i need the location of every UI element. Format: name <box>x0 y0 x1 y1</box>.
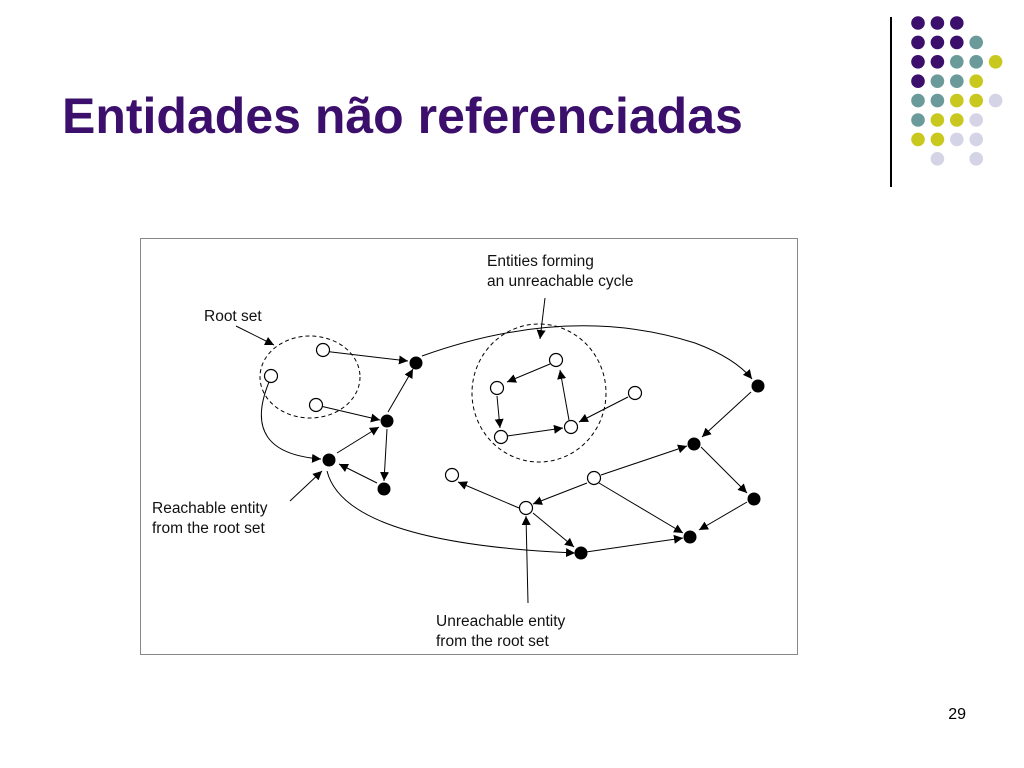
node-root-top <box>315 342 331 358</box>
edge-bottom-to-bottomright <box>585 534 684 553</box>
edge-mid2-to-white <box>457 481 520 509</box>
edge-center-to-lowright <box>700 446 748 494</box>
edge-lower-to-reachable <box>338 463 378 484</box>
edge-root-top-to-hub <box>322 350 409 365</box>
node-cycle-b <box>489 380 505 396</box>
edge-right-to-center <box>701 391 752 438</box>
decorative-dot-lavender <box>988 93 1003 108</box>
edge-outer-to-cycle <box>578 396 629 423</box>
garbage-collection-diagram: Root set Entities forming an unreachable… <box>140 238 798 655</box>
node-hub <box>409 356 423 370</box>
decorative-dot-teal <box>930 74 945 88</box>
node-cycle-c <box>493 429 509 445</box>
node-bottom <box>574 546 588 560</box>
node-white-left <box>444 467 460 483</box>
pointer-reachable <box>289 470 323 502</box>
edge-mid-to-lower <box>380 428 390 482</box>
decorative-dot-purple <box>911 35 925 50</box>
node-reachable-entity <box>322 453 336 467</box>
decorative-dot-teal <box>969 55 983 69</box>
slide-title: Entidades não referenciadas <box>62 88 743 144</box>
node-cycle-a <box>548 352 564 368</box>
decorative-dot-teal <box>911 93 925 108</box>
edge-cycle-c-to-d <box>506 424 564 437</box>
edge-cycle-d-to-a <box>557 369 570 421</box>
decorative-dot-purple <box>930 16 945 30</box>
label-cycle-line2: an unreachable cycle <box>487 273 634 290</box>
edge-root-left-to-reachable <box>260 381 322 463</box>
decorative-dot-yellow <box>930 132 945 147</box>
decorative-dot-yellow <box>988 55 1003 69</box>
decorative-dot-yellow <box>969 93 983 108</box>
label-unreachable-line2: from the root set <box>436 633 550 650</box>
edge-unreach-to-bottomright <box>598 482 684 534</box>
decorative-dot-lavender <box>969 132 983 147</box>
edge-root-bottom-to-mid <box>315 404 381 423</box>
edge-reachable-to-bottom <box>326 470 576 558</box>
node-root-left <box>263 368 279 384</box>
node-center-white <box>586 470 602 486</box>
root-set-boundary <box>259 335 361 419</box>
label-root-set: Root set <box>204 308 262 325</box>
page-number: 29 <box>948 706 966 723</box>
edge-cycle-b-to-c <box>494 395 504 429</box>
decorative-dot-teal <box>930 93 945 108</box>
title-divider <box>890 17 892 187</box>
decorative-dot-teal <box>969 35 983 50</box>
label-reachable-line2: from the root set <box>152 520 266 537</box>
decorative-dot-yellow <box>969 74 983 88</box>
decorative-dot-teal <box>911 113 925 127</box>
decorative-dot-purple <box>911 55 925 69</box>
decorative-dot-purple <box>911 16 925 30</box>
node-cycle-d <box>563 419 579 435</box>
decorative-dot-lavender <box>930 152 945 166</box>
decorative-dot-purple <box>950 35 964 50</box>
node-lower <box>377 482 391 496</box>
node-center-black <box>687 437 701 451</box>
node-right <box>751 379 765 393</box>
decorative-dot-purple <box>950 16 964 30</box>
decorative-dot-lavender <box>969 113 983 127</box>
pointer-cycle <box>536 297 546 340</box>
decorative-dot-teal <box>950 55 964 69</box>
edge-hub-to-right <box>421 325 753 380</box>
unreachable-cycle-boundary <box>471 323 607 463</box>
pointer-root-set <box>235 325 275 346</box>
decorative-dot-yellow <box>950 93 964 108</box>
edge-mid2-to-bottom <box>532 512 575 548</box>
decorative-dot-purple <box>911 74 925 88</box>
edge-unreach-to-center <box>600 444 688 476</box>
decorative-dot-purple <box>930 55 945 69</box>
node-lowright <box>747 492 761 506</box>
decorative-dot-lavender <box>950 132 964 147</box>
edge-mid2-to-unreach <box>532 482 588 505</box>
node-bottomright <box>683 530 697 544</box>
label-cycle-line1: Entities forming <box>487 253 594 270</box>
edge-reachable-to-mid <box>336 426 380 454</box>
decorative-dot-yellow <box>950 113 964 127</box>
decorative-dot-grid <box>911 16 1003 166</box>
pointer-unreachable <box>521 515 531 604</box>
label-reachable-line1: Reachable entity <box>152 500 268 517</box>
node-outer <box>627 385 643 401</box>
node-mid <box>380 414 394 428</box>
edge-mid-to-hub <box>387 368 414 413</box>
edge-cycle-a-to-b <box>506 363 551 383</box>
decorative-dot-yellow <box>911 132 925 147</box>
decorative-dot-yellow <box>930 113 945 127</box>
edge-lowright-to-bottomright <box>698 501 748 531</box>
node-root-bottom <box>308 397 324 413</box>
decorative-dot-teal <box>950 74 964 88</box>
decorative-dot-lavender <box>969 152 983 166</box>
label-unreachable-line1: Unreachable entity <box>436 613 565 630</box>
node-unreachable-entity <box>518 500 534 516</box>
decorative-dot-purple <box>930 35 945 50</box>
